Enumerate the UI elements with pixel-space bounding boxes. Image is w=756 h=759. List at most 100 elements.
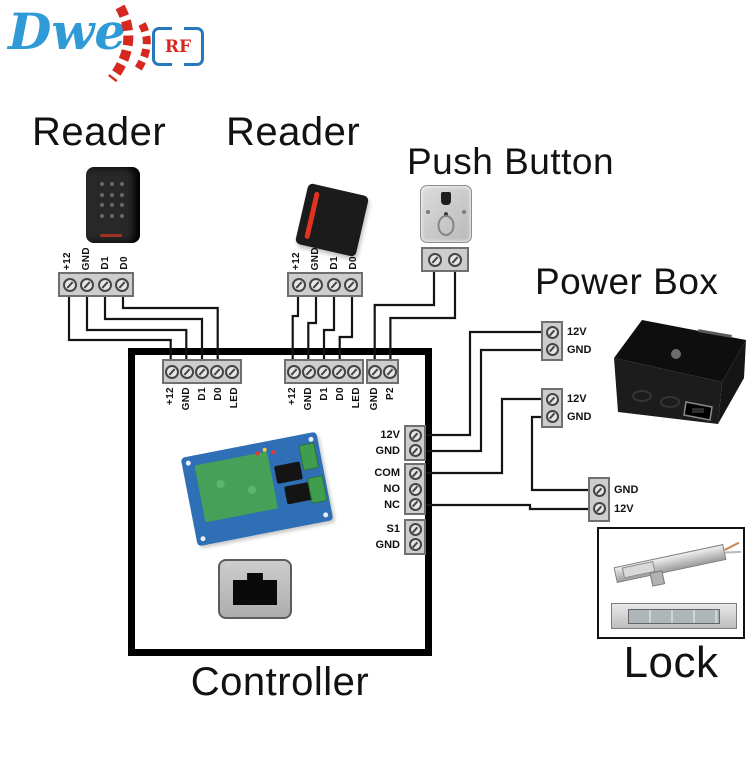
controller-reader1-port: +12 GND D1 D0 LED xyxy=(162,359,242,427)
push-button-terminal-block xyxy=(421,247,469,272)
screw-terminal xyxy=(326,277,341,292)
screw-terminal xyxy=(225,364,239,379)
reader2-terminal-block: +12 GND D1 D0 xyxy=(287,236,363,297)
terminal-label: GND xyxy=(614,484,639,496)
terminal-label: S1 xyxy=(386,523,400,535)
terminal-strip xyxy=(58,272,134,297)
controller-sensor-port: S1 GND xyxy=(360,519,426,555)
terminal-label: D1 xyxy=(100,256,111,270)
lock-terminal-block: GND 12V xyxy=(588,477,654,522)
screw-terminal xyxy=(592,484,606,497)
terminal-strip xyxy=(421,247,469,272)
screw-terminal xyxy=(428,252,443,267)
terminal-label: +12 xyxy=(286,387,298,406)
reader2-label: Reader xyxy=(226,110,361,154)
rf-badge: RF xyxy=(152,27,204,66)
screw-terminal xyxy=(447,252,462,267)
screw-terminal xyxy=(408,444,422,457)
terminal-strip xyxy=(541,388,563,428)
terminal-label: GND xyxy=(302,387,314,411)
terminal-label: D0 xyxy=(348,256,359,270)
terminal-strip xyxy=(162,359,242,384)
screw-terminal xyxy=(292,277,307,292)
magnetic-lock-image xyxy=(611,603,737,629)
terminal-label: 12V xyxy=(614,503,634,515)
wire-ctrl-nc-lock xyxy=(415,503,590,511)
exit-key-icon xyxy=(441,192,451,205)
terminal-strip xyxy=(404,519,426,555)
terminal-strip xyxy=(588,477,610,522)
terminal-label: D1 xyxy=(196,387,208,401)
terminal-label: +12 xyxy=(62,251,73,270)
screw-terminal xyxy=(408,523,422,536)
screw-terminal xyxy=(347,364,361,379)
plate-screw xyxy=(426,210,430,214)
screw-terminal xyxy=(592,502,606,515)
terminal-label: LED xyxy=(350,387,362,409)
terminal-label: NC xyxy=(384,499,400,511)
radio-waves-icon xyxy=(107,4,151,82)
terminal-label: +12 xyxy=(291,251,302,270)
terminal-label: 12V xyxy=(380,429,400,441)
bolt-lock-image xyxy=(613,541,742,593)
terminal-strip xyxy=(366,359,399,384)
screw-terminal xyxy=(210,364,224,379)
power-box-drawing xyxy=(614,320,746,424)
screw-terminal xyxy=(343,277,358,292)
screw-terminal xyxy=(165,364,179,379)
controller-power-port: 12V GND xyxy=(360,425,426,461)
terminal-label: D0 xyxy=(334,387,346,401)
push-button-image xyxy=(420,185,472,243)
screw-terminal xyxy=(302,364,316,379)
screw-terminal xyxy=(63,277,78,292)
reader1-label: Reader xyxy=(32,110,167,154)
terminal-label: GND xyxy=(375,539,400,551)
terminal-label: GND xyxy=(368,387,380,411)
rj45-jack-image xyxy=(218,559,292,619)
screw-terminal xyxy=(545,409,559,423)
wire-ctrl-12v xyxy=(415,330,543,437)
terminal-label: D0 xyxy=(119,256,130,270)
screw-terminal xyxy=(114,277,129,292)
reader2-led-stripe xyxy=(304,191,320,240)
wire-ctrl-com xyxy=(415,397,543,475)
screw-terminal xyxy=(545,393,559,407)
brand-logo-text: Dwe xyxy=(8,2,127,61)
power-box-label: Power Box xyxy=(535,261,719,302)
terminal-label: GND xyxy=(81,246,92,270)
terminal-label: NO xyxy=(383,483,401,495)
terminal-label: GND xyxy=(375,445,400,457)
push-button-label: Push Button xyxy=(407,141,615,182)
power-out2-terminal-block: 12V GND xyxy=(541,388,607,428)
screw-terminal xyxy=(309,277,324,292)
screw-terminal xyxy=(195,364,209,379)
power-box-image xyxy=(612,316,750,432)
terminal-label: 12V xyxy=(567,326,587,339)
terminal-strip xyxy=(284,359,364,384)
terminal-label: D1 xyxy=(318,387,330,401)
power-out1-terminal-block: 12V GND xyxy=(541,321,607,361)
terminal-strip xyxy=(541,321,563,361)
screw-terminal xyxy=(545,342,559,356)
screw-terminal xyxy=(317,364,331,379)
screw-terminal xyxy=(408,497,422,511)
terminal-label: D1 xyxy=(329,256,340,270)
reader1-terminal-block: +12 GND D1 D0 xyxy=(58,236,134,297)
terminal-strip xyxy=(404,425,426,461)
reader1-led-stripe xyxy=(100,234,122,237)
keypad-dots xyxy=(97,179,127,221)
screw-terminal xyxy=(408,467,422,481)
screw-terminal xyxy=(545,326,559,340)
terminal-label: +12 xyxy=(164,387,176,406)
terminal-label: GND xyxy=(310,246,321,270)
terminal-label: D0 xyxy=(212,387,224,401)
plate-screw xyxy=(462,210,466,214)
controller-relay-port: COM NO NC xyxy=(360,463,426,515)
screw-terminal xyxy=(97,277,112,292)
screw-terminal xyxy=(368,364,383,379)
keypad-reader-image xyxy=(86,167,140,243)
button-oval xyxy=(437,215,455,236)
screw-terminal xyxy=(80,277,95,292)
screw-terminal xyxy=(408,482,422,496)
